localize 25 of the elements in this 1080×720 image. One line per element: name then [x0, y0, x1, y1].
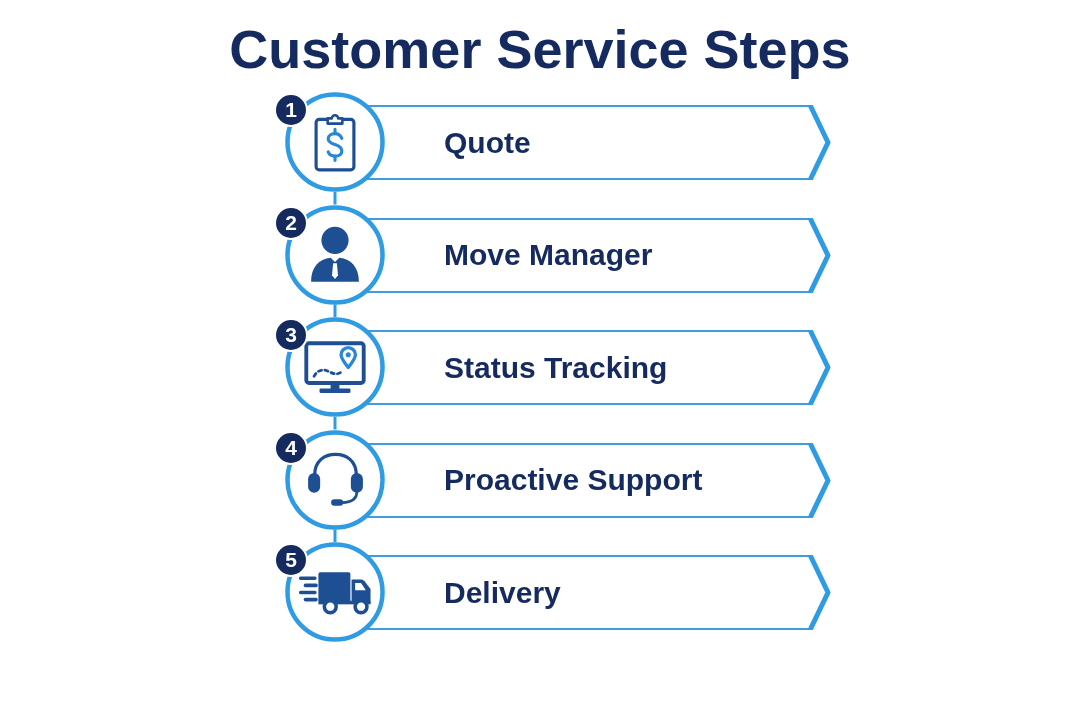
- number-badge: 4: [276, 432, 306, 463]
- step-circle: [285, 204, 385, 305]
- number-badge: 3: [276, 320, 306, 350]
- chevron-banner: [366, 330, 832, 405]
- connector-line: [333, 304, 337, 317]
- step-circle: [285, 542, 385, 642]
- chevron-banner: [366, 442, 832, 518]
- connector-line: [333, 529, 337, 542]
- title: Customer Service Steps: [229, 18, 851, 80]
- connector-line: [333, 417, 337, 430]
- step-circle: [285, 317, 385, 417]
- chevron-banner: [366, 555, 832, 630]
- chevron-banner: [366, 105, 832, 180]
- step-circle: [285, 92, 385, 192]
- number-badge: 2: [276, 207, 306, 238]
- step-label: Quote: [444, 124, 531, 161]
- step-label: Proactive Support: [444, 462, 703, 498]
- step-circle: [285, 429, 385, 530]
- number-badge: 1: [276, 95, 306, 125]
- chevron-banner: [366, 217, 832, 293]
- step-label: Move Manager: [444, 237, 653, 273]
- connector-line: [333, 192, 337, 205]
- number-badge: 5: [276, 545, 306, 575]
- step-label: Status Tracking: [444, 349, 668, 386]
- step-label: Delivery: [444, 574, 561, 611]
